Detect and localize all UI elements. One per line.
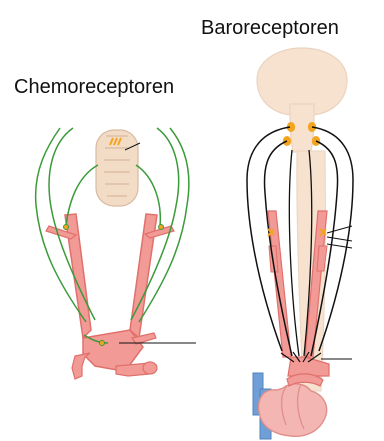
chemoreceptor-diagram bbox=[36, 128, 196, 379]
heart-body bbox=[259, 384, 327, 436]
spinal-cord-segment bbox=[96, 130, 138, 206]
aortic-opening bbox=[143, 362, 157, 374]
right-carotid-sinus-branch bbox=[317, 246, 327, 271]
aortic-chemoreceptor-dot bbox=[100, 341, 105, 346]
baroreceptor-diagram bbox=[247, 48, 353, 439]
left-chemoreceptor-dot bbox=[64, 225, 69, 230]
right-chemoreceptor-dot bbox=[159, 225, 164, 230]
